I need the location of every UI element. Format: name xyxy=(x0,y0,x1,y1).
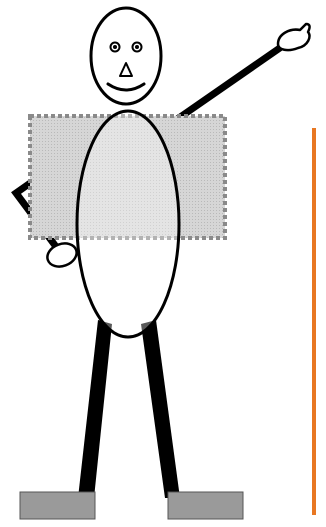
right-foot xyxy=(168,492,243,519)
right-leg xyxy=(141,320,180,498)
left-pupil xyxy=(113,45,117,49)
torso xyxy=(77,111,179,337)
left-hand xyxy=(44,240,80,271)
left-leg xyxy=(78,320,112,498)
right-hand xyxy=(278,24,310,50)
right-pupil xyxy=(135,45,139,49)
left-foot xyxy=(20,492,95,519)
